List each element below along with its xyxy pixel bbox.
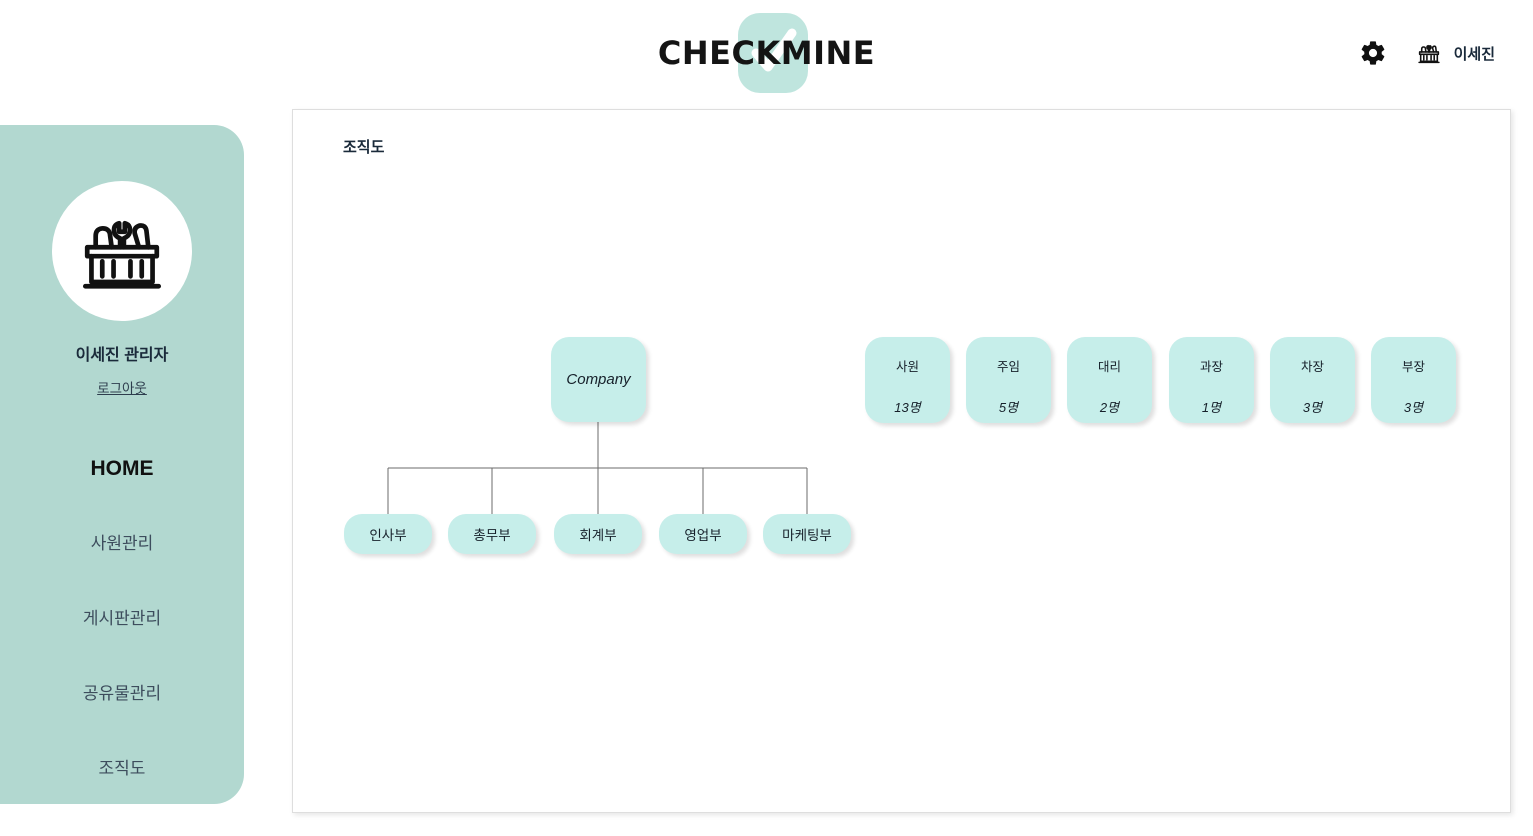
org-node-company[interactable]: Company bbox=[551, 337, 646, 422]
position-card-section-chief-title: 과장 bbox=[1199, 360, 1223, 374]
org-node-hr[interactable]: 인사부 bbox=[344, 514, 432, 554]
org-node-company-label: Company bbox=[566, 371, 631, 388]
sidebar-item-org-chart[interactable]: 조직도 bbox=[98, 759, 146, 778]
sidebar-item-board-management[interactable]: 게시판관리 bbox=[82, 609, 162, 628]
user-menu[interactable]: 이세진 bbox=[1416, 40, 1495, 66]
position-card-section-chief[interactable]: 과장 1명 bbox=[1169, 337, 1254, 423]
org-chart-connectors bbox=[387, 422, 808, 514]
position-card-deputy[interactable]: 대리 2명 bbox=[1067, 337, 1152, 423]
brand-title: CHECKMINE bbox=[657, 34, 876, 72]
position-card-staff-title: 사원 bbox=[895, 360, 919, 374]
toolbox-avatar-icon bbox=[82, 220, 162, 289]
org-node-marketing[interactable]: 마케팅부 bbox=[763, 514, 851, 554]
org-node-accounting-label: 회계부 bbox=[579, 528, 617, 543]
sidebar: 이세진 관리자 로그아웃 HOME 사원관리 게시판관리 공유물관리 조직도 bbox=[0, 125, 244, 804]
brand-logo-inner[interactable]: CHECKMINE bbox=[658, 13, 875, 93]
org-node-marketing-label: 마케팅부 bbox=[782, 528, 832, 543]
position-card-section-chief-count: 1명 bbox=[1201, 400, 1222, 415]
checkmark-icon bbox=[751, 28, 797, 72]
org-node-sales[interactable]: 영업부 bbox=[659, 514, 747, 554]
org-node-sales-label: 영업부 bbox=[684, 528, 722, 543]
sidebar-nav: HOME 사원관리 게시판관리 공유물관리 조직도 bbox=[0, 443, 244, 793]
position-card-assistant-manager[interactable]: 주임 5명 bbox=[966, 337, 1051, 423]
position-card-deputy-general-manager-title: 차장 bbox=[1300, 360, 1324, 374]
position-card-deputy-count: 2명 bbox=[1099, 400, 1120, 415]
header-actions: 이세진 bbox=[1358, 0, 1495, 106]
position-card-assistant-manager-count: 5명 bbox=[998, 400, 1019, 415]
user-name-label: 이세진 bbox=[1453, 45, 1495, 63]
position-card-general-manager[interactable]: 부장 3명 bbox=[1371, 337, 1456, 423]
toolbox-avatar-icon bbox=[1417, 44, 1440, 64]
gear-icon[interactable] bbox=[1358, 38, 1388, 68]
logout-link[interactable]: 로그아웃 bbox=[97, 381, 147, 396]
app-header: CHECKMINE bbox=[0, 0, 1533, 106]
sidebar-item-shared-asset-management[interactable]: 공유물관리 bbox=[82, 684, 162, 703]
org-node-hr-label: 인사부 bbox=[369, 528, 407, 543]
sidebar-item-home[interactable]: HOME bbox=[90, 457, 154, 480]
position-card-general-manager-count: 3명 bbox=[1403, 400, 1424, 415]
avatar[interactable] bbox=[52, 181, 192, 321]
sidebar-item-employee-management[interactable]: 사원관리 bbox=[90, 534, 154, 553]
gear-icon-glyph bbox=[1361, 41, 1384, 65]
position-card-deputy-general-manager-count: 3명 bbox=[1302, 400, 1323, 415]
page-title: 조직도 bbox=[343, 139, 385, 156]
org-chart-canvas: Company 인사부 총무부 회계부 영업부 마케팅부 사원 13명 bbox=[293, 110, 1512, 814]
position-card-deputy-title: 대리 bbox=[1097, 360, 1121, 374]
main-panel: 조직도 Company bbox=[292, 109, 1511, 813]
position-card-general-manager-title: 부장 bbox=[1401, 360, 1425, 374]
org-node-general-affairs-label: 총무부 bbox=[473, 528, 511, 543]
position-card-staff-count: 13명 bbox=[894, 400, 921, 415]
position-card-deputy-general-manager[interactable]: 차장 3명 bbox=[1270, 337, 1355, 423]
profile-name: 이세진 관리자 bbox=[75, 347, 169, 364]
position-card-staff[interactable]: 사원 13명 bbox=[865, 337, 950, 423]
brand-logo: CHECKMINE bbox=[0, 0, 1533, 106]
org-node-accounting[interactable]: 회계부 bbox=[554, 514, 642, 554]
org-node-general-affairs[interactable]: 총무부 bbox=[448, 514, 536, 554]
position-card-assistant-manager-title: 주임 bbox=[996, 360, 1020, 374]
